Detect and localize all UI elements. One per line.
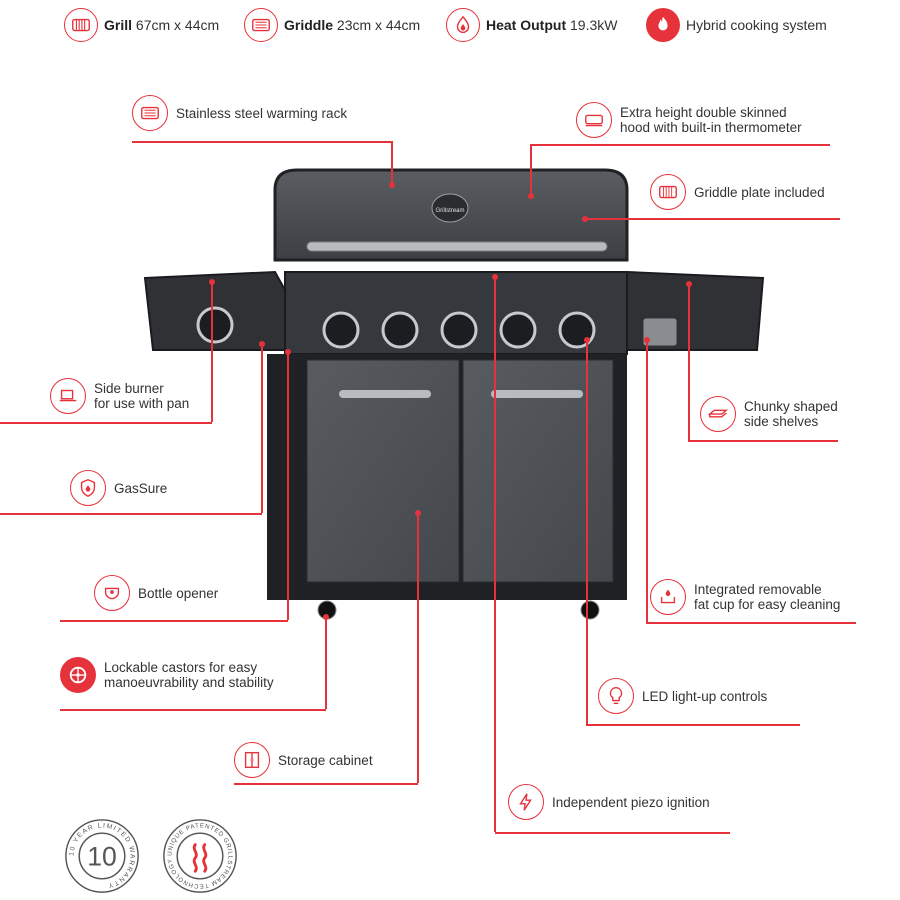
spec-griddle: Griddle 23cm x 44cm bbox=[244, 6, 420, 44]
bbq-grill-image: Grillstream bbox=[143, 168, 765, 620]
grill-grate-icon bbox=[64, 8, 98, 42]
feature-label: LED light-up controls bbox=[642, 688, 768, 704]
gas-safety-icon bbox=[70, 470, 106, 506]
door-handle bbox=[339, 390, 431, 398]
control-knob bbox=[440, 311, 478, 349]
feature-label: Storage cabinet bbox=[278, 752, 373, 768]
feature-warming-rack: Stainless steel warming rack bbox=[132, 95, 347, 131]
warming-rack-icon bbox=[132, 95, 168, 131]
warranty-badge: 10 YEAR LIMITED WARRANTY 10 bbox=[65, 819, 139, 893]
bottle-opener-icon bbox=[94, 575, 130, 611]
castor-wheel bbox=[580, 600, 600, 620]
feature-label: manoeuvrability and stability bbox=[104, 675, 274, 690]
feature-gassure: GasSure bbox=[70, 470, 167, 506]
lightning-icon bbox=[508, 784, 544, 820]
warranty-number: 10 bbox=[87, 842, 117, 872]
brand-plate: Grillstream bbox=[435, 208, 464, 214]
fat-cup bbox=[642, 317, 678, 347]
feature-label: fat cup for easy cleaning bbox=[694, 597, 841, 612]
control-knob bbox=[322, 311, 360, 349]
feature-griddle-plate: Griddle plate included bbox=[650, 174, 825, 210]
shelf-icon bbox=[700, 396, 736, 432]
feature-label: Chunky shaped bbox=[744, 399, 838, 414]
spec-value: 23cm x 44cm bbox=[336, 17, 421, 33]
feature-label: Side burner bbox=[94, 381, 164, 396]
hood-handle bbox=[306, 241, 608, 252]
feature-label: Extra height double skinned bbox=[620, 105, 787, 120]
griddle-plate-icon bbox=[650, 174, 686, 210]
spec-value: Hybrid cooking system bbox=[686, 17, 827, 33]
side-burner-knob bbox=[196, 306, 234, 344]
hood-icon bbox=[576, 102, 612, 138]
castor-wheel-icon bbox=[60, 657, 96, 693]
spec-label: Heat Output bbox=[486, 17, 567, 33]
feature-label: side shelves bbox=[744, 414, 819, 429]
feature-label: Bottle opener bbox=[138, 585, 219, 601]
feature-label: Integrated removable bbox=[694, 582, 822, 597]
stream-icon bbox=[192, 843, 208, 873]
feature-ignition: Independent piezo ignition bbox=[508, 784, 710, 820]
spec-label: Griddle bbox=[284, 17, 334, 33]
light-bulb-icon bbox=[598, 678, 634, 714]
feature-label: GasSure bbox=[114, 480, 168, 496]
spec-heat-output: Heat Output 19.3kW bbox=[446, 6, 617, 44]
flame-drop-icon bbox=[446, 8, 480, 42]
door-handle bbox=[491, 390, 583, 398]
cabinet-icon bbox=[234, 742, 270, 778]
feature-label: Griddle plate included bbox=[694, 184, 825, 200]
control-knob bbox=[381, 311, 419, 349]
feature-storage: Storage cabinet bbox=[234, 742, 373, 778]
spec-label: Grill bbox=[104, 17, 133, 33]
spec-value: 19.3kW bbox=[570, 17, 618, 33]
griddle-icon bbox=[244, 8, 278, 42]
feature-label: hood with built-in thermometer bbox=[620, 120, 802, 135]
fat-cup-icon bbox=[650, 579, 686, 615]
feature-bottle-opener: Bottle opener bbox=[94, 575, 218, 611]
feature-led: LED light-up controls bbox=[598, 678, 767, 714]
spec-hybrid: Hybrid cooking system bbox=[646, 6, 827, 44]
feature-label: Lockable castors for easy bbox=[104, 660, 258, 675]
spec-value: 67cm x 44cm bbox=[135, 17, 220, 33]
thermometer-icon bbox=[431, 193, 469, 223]
feature-label: Independent piezo ignition bbox=[552, 794, 710, 810]
spec-grill: Grill 67cm x 44cm bbox=[64, 6, 219, 44]
patent-badge: UNIQUE PATENTED GRILLSTREAM TECHNOLOGY bbox=[163, 819, 237, 893]
feature-label: Stainless steel warming rack bbox=[176, 105, 348, 121]
control-knob bbox=[499, 311, 537, 349]
feature-label: for use with pan bbox=[94, 396, 190, 411]
laptop-pan-icon bbox=[50, 378, 86, 414]
hybrid-flame-icon bbox=[646, 8, 680, 42]
